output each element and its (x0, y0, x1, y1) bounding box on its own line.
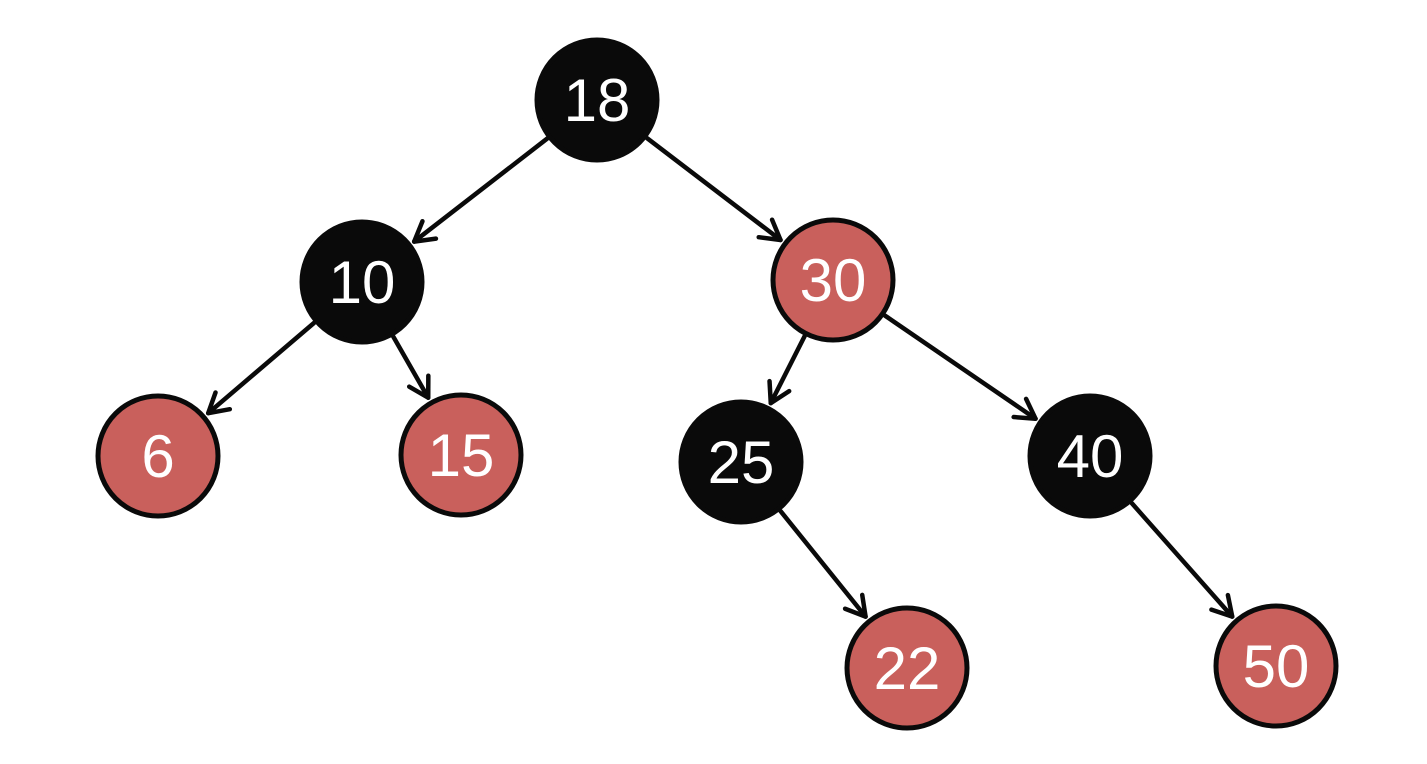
node-label: 40 (1057, 423, 1124, 490)
node-circle-black (678, 399, 804, 525)
edge-18-to-30 (644, 135, 783, 243)
node-circle-black (1027, 393, 1153, 519)
edge-18-to-10 (411, 136, 550, 244)
node-circle-red (770, 217, 896, 343)
edge-10-to-6 (205, 320, 317, 416)
node-circle-black (299, 219, 425, 345)
edge-30-to-40 (882, 313, 1038, 421)
node-circle-red (95, 393, 221, 519)
node-label: 18 (564, 67, 631, 134)
nodes-layer: 18 10 30 6 15 25 40 22 50 (95, 37, 1339, 731)
edges-layer (205, 135, 1235, 619)
node-label: 50 (1243, 633, 1310, 700)
node-label: 22 (874, 635, 941, 702)
node-label: 15 (428, 422, 495, 489)
edge-25-to-22 (778, 508, 868, 619)
tree-node-15: 15 (398, 392, 524, 518)
tree-node-10: 10 (299, 219, 425, 345)
tree-node-22: 22 (844, 605, 970, 731)
edge-40-to-50 (1129, 500, 1235, 619)
tree-node-6: 6 (95, 393, 221, 519)
edge-30-to-25 (767, 333, 807, 406)
tree-node-30: 30 (770, 217, 896, 343)
node-label: 10 (329, 249, 396, 316)
node-circle-red (398, 392, 524, 518)
node-label: 6 (141, 423, 174, 490)
tree-node-40: 40 (1027, 393, 1153, 519)
node-circle-red (1213, 603, 1339, 729)
tree-node-25: 25 (678, 399, 804, 525)
edge-10-to-15 (391, 334, 431, 400)
node-label: 25 (708, 429, 775, 496)
node-label: 30 (800, 247, 867, 314)
tree-node-50: 50 (1213, 603, 1339, 729)
node-circle-black (534, 37, 660, 163)
tree-node-18: 18 (534, 37, 660, 163)
node-circle-red (844, 605, 970, 731)
